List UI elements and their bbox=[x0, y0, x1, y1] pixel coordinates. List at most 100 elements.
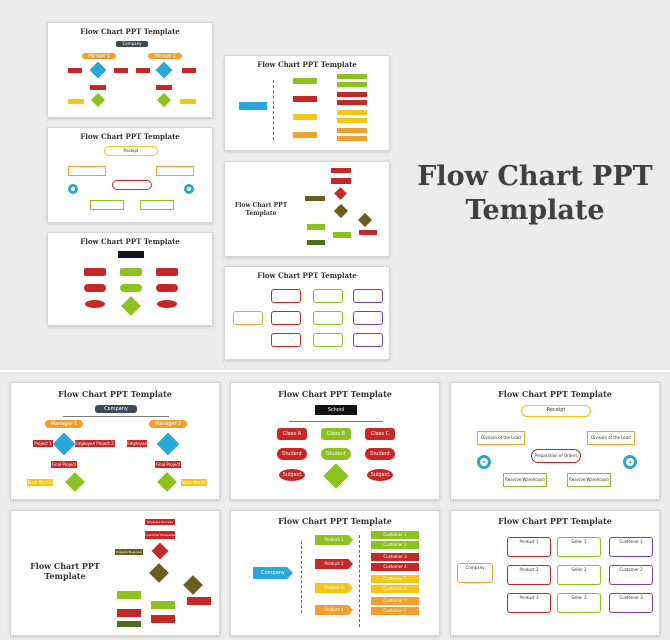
seller-1-box: Seller 1 bbox=[557, 537, 601, 557]
product-2-box: Product 2 bbox=[507, 565, 551, 585]
slide-products-chart[interactable]: Flow Chart PPT Template Company Product … bbox=[230, 510, 440, 636]
class-a-box: Class A bbox=[277, 428, 307, 440]
decision-diamond bbox=[151, 542, 169, 560]
warehouse-box bbox=[140, 200, 174, 210]
customer-2-box: Customer 2 bbox=[609, 565, 653, 585]
customer bbox=[337, 74, 367, 79]
slide-title: Flow Chart PPT Template bbox=[80, 237, 180, 246]
class-c-box: Class C bbox=[365, 428, 395, 440]
step-box bbox=[331, 178, 351, 184]
slide-title: Flow Chart PPT Template bbox=[278, 389, 392, 399]
final-project-box-2: Final Project bbox=[155, 461, 181, 468]
customer bbox=[337, 100, 367, 105]
manager1-box: Manager 1 bbox=[82, 53, 116, 59]
right-division-box bbox=[156, 166, 194, 176]
school-box bbox=[118, 251, 144, 258]
manager2-box: Manager 2 bbox=[149, 420, 187, 428]
decision-diamond bbox=[52, 432, 76, 456]
product-2-box: Product 2 bbox=[315, 559, 353, 569]
product-1-box: Product 1 bbox=[507, 537, 551, 557]
slide-title: Flow Chart PPT Template bbox=[80, 132, 180, 141]
product-1 bbox=[293, 78, 317, 84]
employee-box: Employee bbox=[75, 440, 95, 447]
class-c bbox=[156, 268, 178, 276]
thumb-slide-sellers[interactable]: Flow Chart PPT Template bbox=[224, 266, 390, 360]
teamwork-box bbox=[68, 99, 84, 104]
subject-oval-2: Subject bbox=[367, 469, 393, 481]
slide-title: Flow Chart PPT Template bbox=[278, 516, 392, 526]
olive-diamond-2 bbox=[183, 575, 203, 595]
product-box bbox=[271, 311, 301, 325]
customer bbox=[337, 82, 367, 87]
customer-2-box: Customer 2 bbox=[371, 541, 419, 549]
thumb-slide-receipt[interactable]: Flow Chart PPT Template Receipt bbox=[47, 127, 213, 223]
connector bbox=[301, 541, 302, 613]
product-3 bbox=[293, 114, 317, 120]
slide-title: Flow Chart PPT bbox=[234, 202, 288, 209]
product-4-box: Product 4 bbox=[315, 605, 353, 615]
thumb-slide-products[interactable]: Flow Chart PPT Template bbox=[224, 55, 390, 151]
project-box bbox=[182, 68, 196, 73]
receipt-box: Receipt bbox=[104, 146, 158, 156]
student-box-3: Student bbox=[365, 448, 395, 460]
project-box bbox=[68, 68, 82, 73]
thumb-slide-school[interactable]: Flow Chart PPT Template bbox=[47, 232, 213, 326]
class-a bbox=[84, 268, 106, 276]
slide-title: Flow Chart PPT Template bbox=[80, 27, 180, 36]
student-box bbox=[120, 284, 142, 292]
teamwork-box: Team Working bbox=[27, 479, 53, 486]
left-division-box: Division of the Lead bbox=[477, 431, 525, 445]
customer bbox=[337, 110, 367, 115]
class-b bbox=[120, 268, 142, 276]
outcome-diamond bbox=[157, 472, 177, 492]
red-box bbox=[117, 609, 141, 617]
step-box: Customer Prospects bbox=[145, 531, 175, 539]
slide-decision-chart[interactable]: Flow Chart PPT Template Business Process… bbox=[10, 510, 220, 636]
thumb-slide-decision[interactable]: Flow Chart PPT Template bbox=[224, 161, 390, 257]
customer bbox=[337, 92, 367, 97]
student-box bbox=[84, 284, 106, 292]
slide-sellers-chart[interactable]: Flow Chart PPT Template Company Product … bbox=[450, 510, 660, 636]
customer-5-box: Customer 5 bbox=[371, 575, 419, 583]
outcome-diamond bbox=[65, 472, 85, 492]
slide-title: Flow Chart PPT bbox=[30, 561, 100, 571]
slide-receipt-chart[interactable]: Flow Chart PPT Template Receipt Division… bbox=[450, 382, 660, 500]
slide-title: Flow Chart PPT Template bbox=[498, 389, 612, 399]
subject-diamond bbox=[323, 463, 349, 489]
subject-diamond bbox=[121, 296, 141, 316]
warehouse-box-2: Reserve Warehouse bbox=[567, 473, 611, 487]
company-box: Company bbox=[457, 563, 493, 583]
customer-box bbox=[353, 333, 383, 347]
target-icon bbox=[184, 184, 194, 194]
customer bbox=[337, 128, 367, 133]
product-3-box: Product 3 bbox=[507, 593, 551, 613]
slide-company-chart[interactable]: Flow Chart PPT Template Company Manager … bbox=[10, 382, 220, 500]
slide-title: Flow Chart PPT Template bbox=[257, 60, 357, 69]
seller-2-box: Seller 2 bbox=[557, 565, 601, 585]
connector bbox=[273, 80, 274, 140]
decision-diamond bbox=[89, 61, 107, 79]
left-box bbox=[305, 196, 325, 201]
project-box bbox=[114, 68, 128, 73]
product-box bbox=[271, 289, 301, 303]
subject-oval bbox=[85, 300, 105, 308]
customer bbox=[337, 118, 367, 123]
slide-title-line2: Template bbox=[44, 571, 86, 581]
slide-school-chart[interactable]: Flow Chart PPT Template School Class A C… bbox=[230, 382, 440, 500]
green-box bbox=[333, 232, 351, 238]
end-box bbox=[117, 621, 141, 627]
right-division-box: Division of the Lead bbox=[587, 431, 635, 445]
thumb-slide-company[interactable]: Flow Chart PPT Template Company Manager … bbox=[47, 22, 213, 118]
customer-6-box: Customer 6 bbox=[371, 585, 419, 593]
preparation-box: Preparation of Orders bbox=[531, 449, 581, 463]
target-icon bbox=[68, 184, 78, 194]
seller-3-box: Seller 3 bbox=[557, 593, 601, 613]
customer-4-box: Customer 4 bbox=[371, 563, 419, 571]
customer bbox=[337, 136, 367, 141]
company-box: Company bbox=[95, 405, 137, 413]
customer-box bbox=[353, 311, 383, 325]
customer-1-box: Customer 1 bbox=[609, 537, 653, 557]
warehouse-box: Reserve Warehouse bbox=[503, 473, 547, 487]
project-box bbox=[136, 68, 150, 73]
hero-title-line1: Flow Chart PPT bbox=[417, 161, 653, 192]
